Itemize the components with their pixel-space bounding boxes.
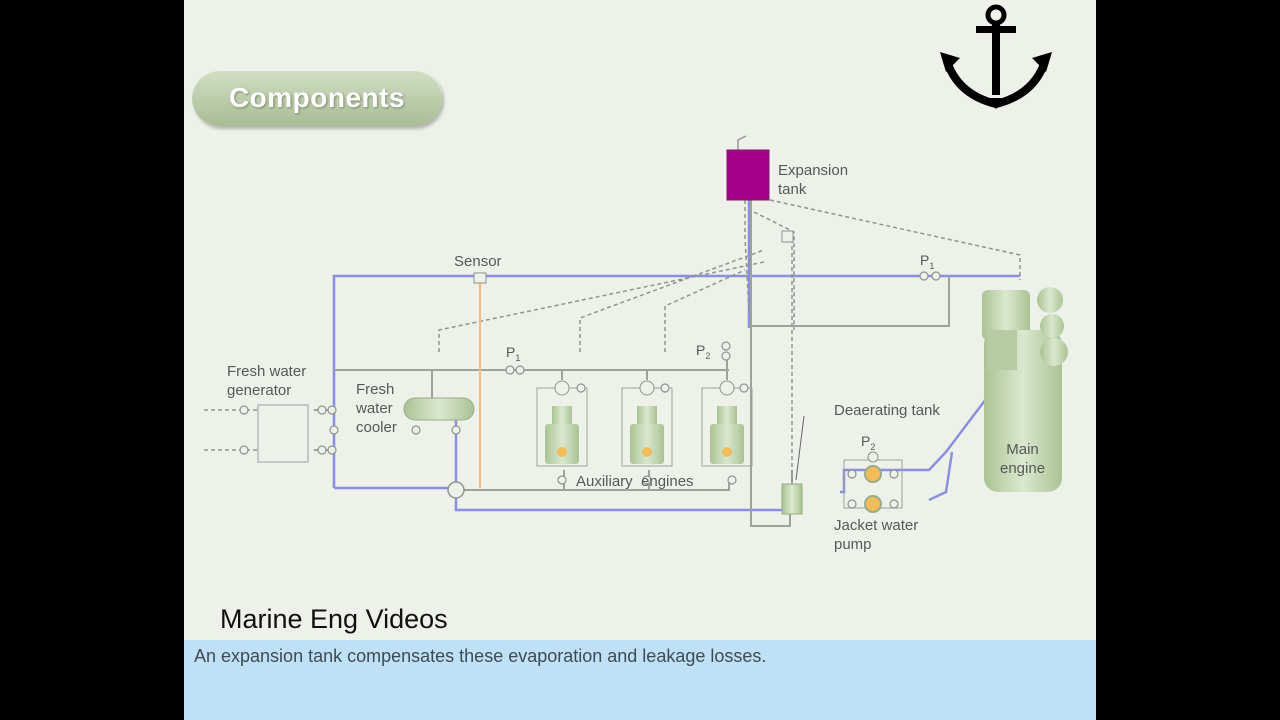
main-engine <box>982 287 1068 492</box>
auxiliary-engine <box>621 380 673 467</box>
auxiliary-engine <box>701 380 753 467</box>
main-water-circuit <box>332 200 1020 512</box>
jacket-water-pump-label: Jacket water pump <box>834 517 919 553</box>
vent-lines <box>204 199 1021 485</box>
expansion-tank-label: Expansion tank <box>778 162 849 198</box>
slide: Components <box>184 0 1096 720</box>
components-badge: Components <box>192 70 442 126</box>
p2-pump-label: P2 <box>861 433 876 452</box>
three-way-valve <box>447 481 465 499</box>
expansion-tank <box>726 135 794 243</box>
main-engine-label: Main engine <box>1000 441 1046 477</box>
auxiliary-engines-label: Auxiliary engines <box>576 473 694 490</box>
sensor <box>473 272 487 284</box>
fresh-water-cooler-label: Fresh water cooler <box>356 381 397 436</box>
fresh-water-cooler <box>403 397 475 421</box>
sensor-label: Sensor <box>454 253 502 270</box>
cooling-system-diagram <box>204 135 1068 527</box>
watermark: Marine Eng Videos <box>220 604 448 634</box>
anchor-icon <box>940 4 1052 109</box>
deaerating-tank-label: Deaerating tank <box>834 402 940 419</box>
p1-main-label: P1 <box>920 252 935 271</box>
fresh-water-generator-label: Fresh water generator <box>227 363 307 399</box>
deaerating-tank <box>781 415 805 515</box>
auxiliary-engine <box>536 380 588 467</box>
jacket-water-pump <box>843 451 903 513</box>
p2-aux-label: P2 <box>696 342 711 361</box>
fresh-water-generator <box>257 404 309 463</box>
caption-text: An expansion tank compensates these evap… <box>194 646 767 666</box>
p1-cooler-label: P1 <box>506 344 521 363</box>
caption-bar: An expansion tank compensates these evap… <box>184 640 1096 720</box>
valves <box>239 271 941 509</box>
